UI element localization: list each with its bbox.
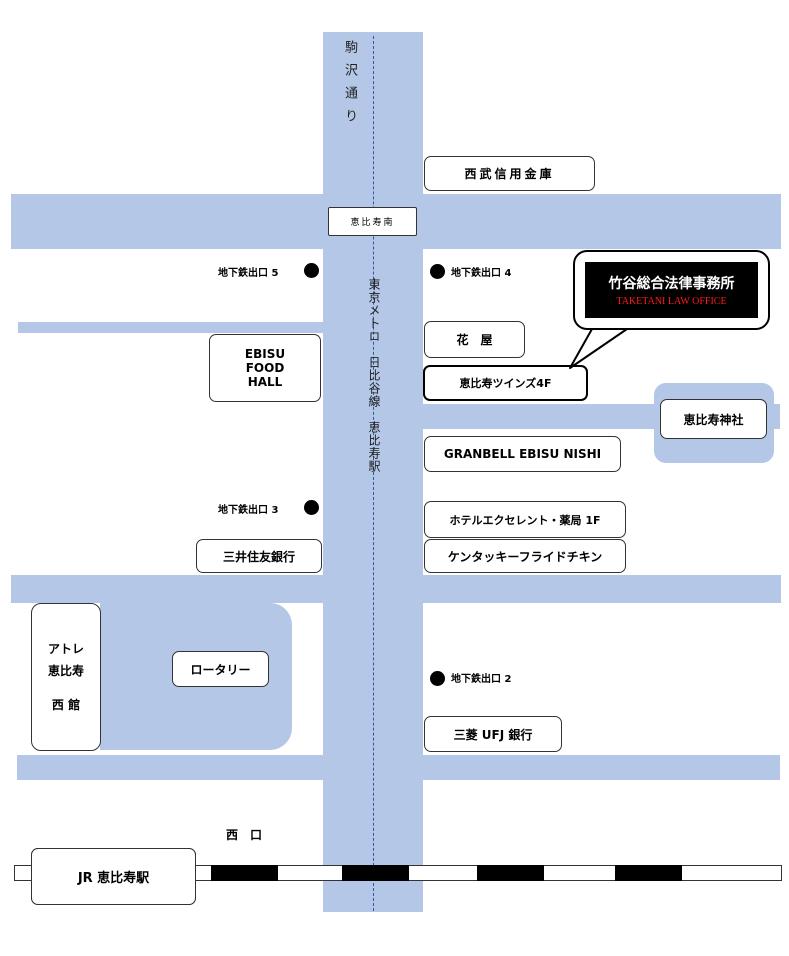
law-office-name-en: TAKETANI LAW OFFICE <box>616 296 727 307</box>
exit-4-label: 地下鉄出口 4 <box>451 268 512 279</box>
metro-line-label: 東京メトロ 日比谷線 恵比寿駅 <box>367 278 381 473</box>
seibu-shinyo-bank: 西武信用金庫 <box>424 156 595 191</box>
law-office-label: 竹谷総合法律事務所 TAKETANI LAW OFFICE <box>585 262 758 318</box>
atre-line-3: 西 館 <box>51 698 81 712</box>
ebisu-shrine: 恵比寿神社 <box>660 399 767 439</box>
smbc-bank: 三井住友銀行 <box>196 539 322 573</box>
jr-ebisu-station-overlay: JR 恵比寿駅 <box>31 848 196 905</box>
flower-shop: 花 屋 <box>424 321 525 358</box>
komazawa-street-label: 駒沢通り <box>342 40 357 132</box>
food-hall-line-2: FOOD <box>245 361 285 375</box>
granbell-hotel: GRANBELL EBISU NISHI <box>424 436 621 472</box>
food-hall-line-1: EBISU <box>244 347 286 361</box>
exit-2-label: 地下鉄出口 2 <box>451 674 512 685</box>
west-exit-label: 西 口 <box>226 828 263 842</box>
exit-5-marker <box>304 263 319 278</box>
exit-3-marker <box>304 500 319 515</box>
rail-segment <box>211 865 278 881</box>
kfc: ケンタッキーフライドチキン <box>424 539 626 573</box>
hotel-excellent-pharmacy: ホテルエクセレント・薬局 1F <box>424 501 626 538</box>
rail-segment <box>615 865 682 881</box>
atre-line-1: アトレ <box>47 642 84 656</box>
rail-segment <box>342 865 409 881</box>
horizontal-road-2 <box>18 322 323 333</box>
horizontal-road-4 <box>17 755 780 780</box>
rotary: ロータリー <box>172 651 269 687</box>
rail-segment <box>477 865 544 881</box>
ufj-bank: 三菱 UFJ 銀行 <box>424 716 562 752</box>
metro-line-dashed <box>373 36 374 911</box>
food-hall-line-3: HALL <box>247 375 283 389</box>
intersection-sign: 恵比寿南 <box>328 207 417 236</box>
exit-3-label: 地下鉄出口 3 <box>218 505 279 516</box>
ebisu-twins-building: 恵比寿ツインズ4F <box>423 365 588 401</box>
horizontal-road-3 <box>11 575 781 603</box>
atre-line-2: 恵比寿 <box>47 664 84 678</box>
atre-west: アトレ 恵比寿 西 館 <box>31 603 101 751</box>
exit-4-marker <box>430 264 445 279</box>
ebisu-food-hall: EBISU FOOD HALL <box>209 334 321 402</box>
law-office-name-jp: 竹谷総合法律事務所 <box>608 276 735 292</box>
exit-5-label: 地下鉄出口 5 <box>218 268 279 279</box>
exit-2-marker <box>430 671 445 686</box>
